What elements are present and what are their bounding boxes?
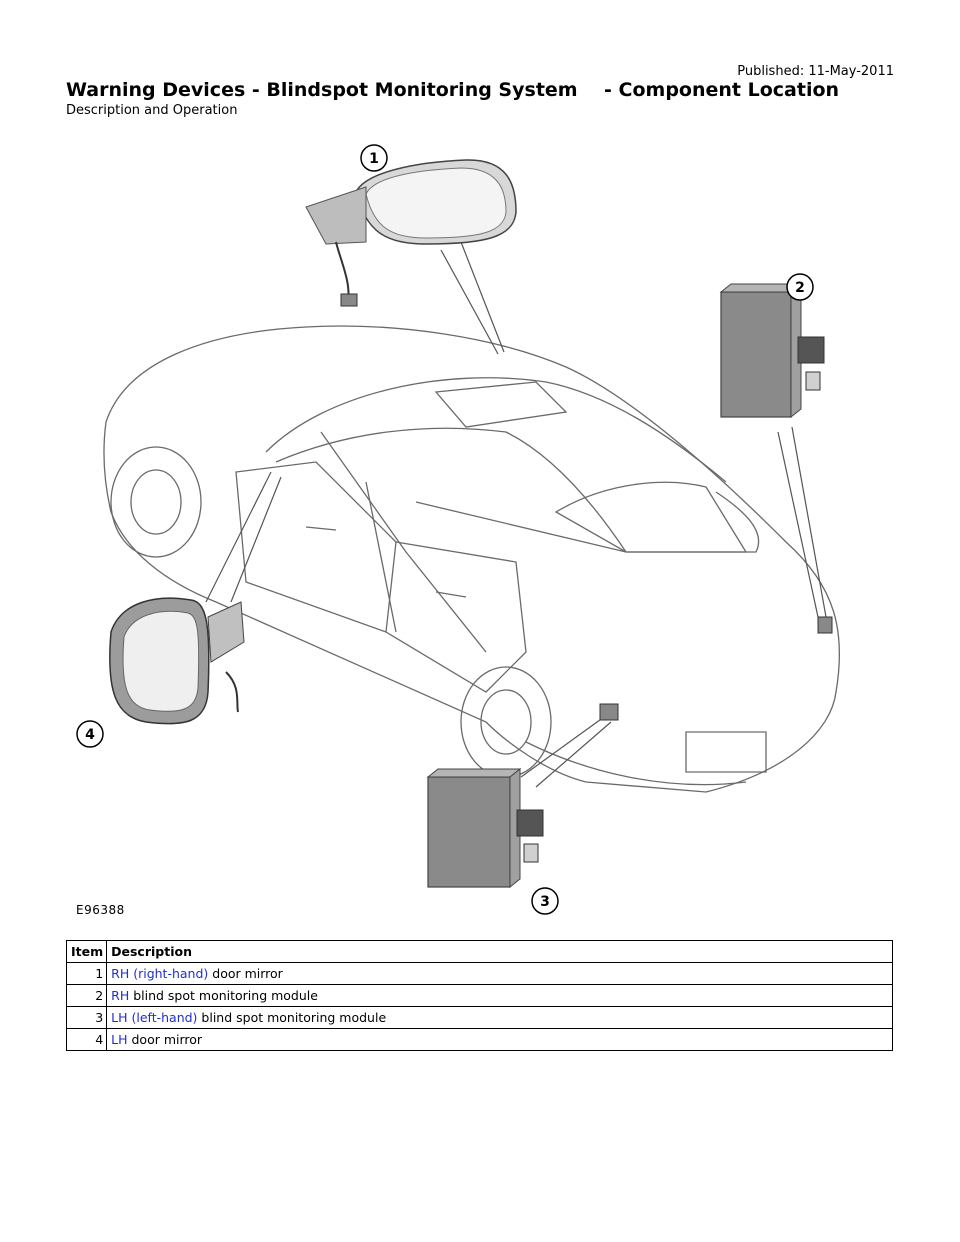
table-row: 1 RH (right-hand) door mirror: [65, 962, 893, 985]
table-header-row: Item Description: [65, 940, 893, 963]
rear-sensor-marker: [599, 703, 619, 721]
table-row: 2 RH blind spot monitoring module: [65, 984, 893, 1007]
abbreviation-link[interactable]: LH (left-hand): [111, 1010, 198, 1025]
callout-lines: [205, 241, 827, 788]
svg-text:2: 2: [795, 280, 805, 296]
rear-right-sensor-marker: [817, 616, 833, 634]
svg-text:3: 3: [540, 894, 550, 910]
row-item-number: 1: [65, 962, 108, 985]
row-description: RH (right-hand) door mirror: [106, 962, 893, 985]
row-description: LH (left-hand) blind spot monitoring mod…: [106, 1006, 893, 1029]
component-location-figure: 1 2 3 4 E96388: [66, 132, 896, 927]
published-date: Published: 11-May-2011: [737, 64, 894, 79]
row-item-number: 3: [65, 1006, 108, 1029]
svg-text:1: 1: [369, 151, 379, 167]
lh-door-mirror-detail: [109, 597, 245, 725]
rh-blind-spot-module-detail: [719, 282, 825, 419]
description-text: door mirror: [127, 1032, 203, 1047]
table-row: 3 LH (left-hand) blind spot monitoring m…: [65, 1006, 893, 1029]
description-text: door mirror: [208, 966, 283, 981]
description-text: blind spot monitoring module: [197, 1010, 387, 1025]
abbreviation-link[interactable]: RH: [111, 988, 130, 1003]
figure-code: E96388: [76, 903, 125, 917]
row-description: LH door mirror: [106, 1028, 893, 1051]
page-title: Warning Devices - Blindspot Monitoring S…: [66, 79, 840, 101]
abbreviation-link[interactable]: LH: [111, 1032, 128, 1047]
description-text: blind spot monitoring module: [129, 988, 318, 1003]
row-item-number: 4: [65, 1028, 108, 1051]
page-subtitle: Description and Operation: [66, 103, 238, 118]
table-row: 4 LH door mirror: [65, 1028, 893, 1051]
component-table: Item Description 1 RH (right-hand) door …: [65, 940, 893, 1051]
lh-blind-spot-module-detail: [426, 767, 544, 889]
header-item: Item: [65, 940, 108, 963]
header-description: Description: [106, 940, 893, 963]
callout-3: 3: [531, 887, 559, 915]
row-description: RH blind spot monitoring module: [106, 984, 893, 1007]
callout-2: 2: [786, 273, 814, 301]
row-item-number: 2: [65, 984, 108, 1007]
rh-door-mirror-detail: [305, 159, 517, 307]
abbreviation-link[interactable]: RH (right-hand): [111, 966, 209, 981]
svg-text:4: 4: [85, 727, 95, 743]
callout-1: 1: [360, 144, 388, 172]
callout-4: 4: [76, 720, 104, 748]
vehicle-illustration: 1 2 3 4: [76, 144, 841, 915]
